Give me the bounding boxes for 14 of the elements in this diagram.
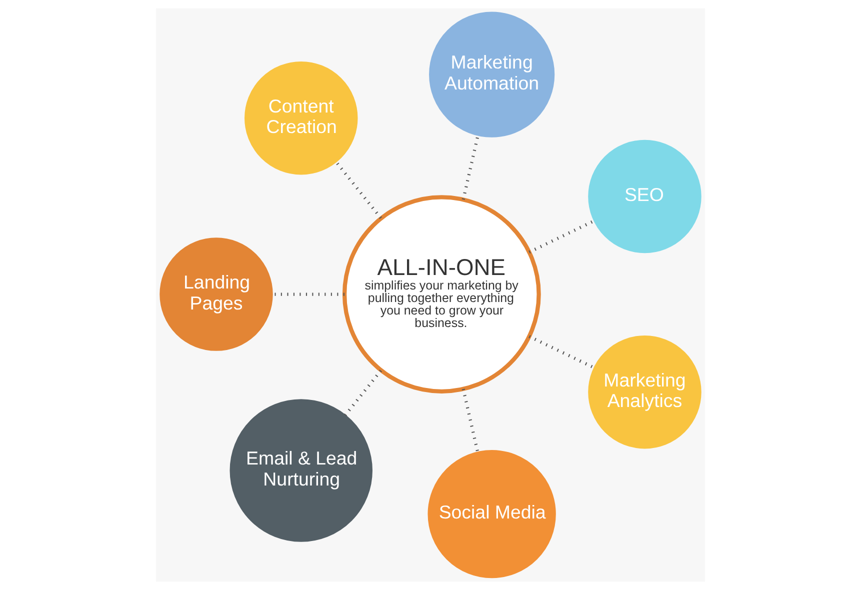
connector (334, 161, 382, 219)
node-circle: ALL-IN-ONE simplifies your marketing by pulling together everything you need to grow your business. (342, 195, 540, 394)
node-circle: Content Creation (244, 61, 358, 175)
connector (461, 134, 479, 200)
connector (344, 370, 382, 416)
connector (528, 220, 594, 254)
node-circle: Landing Pages (159, 238, 272, 351)
connector (461, 388, 479, 452)
node-circle: Marketing Automation (428, 12, 554, 138)
connector (528, 335, 594, 370)
node-circle: Marketing Analytics (588, 335, 701, 449)
node-circle: Social Media (427, 450, 556, 578)
node-circle: Email & Lead Nurturing (229, 399, 372, 542)
node-circle: SEO (588, 140, 701, 254)
